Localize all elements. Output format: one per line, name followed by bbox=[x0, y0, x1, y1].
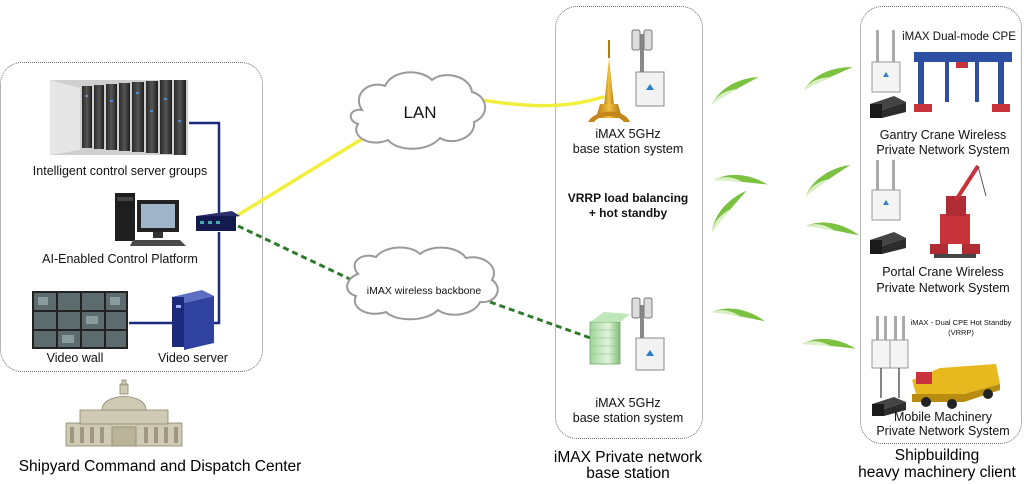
ai-platform-computer bbox=[115, 193, 186, 246]
top-base-station-label-1: iMAX 5GHz bbox=[595, 127, 661, 141]
mobile-cpe-pair bbox=[871, 316, 909, 416]
command-center-title: Shipyard Command and Dispatch Center bbox=[18, 458, 302, 475]
command-center-panel bbox=[0, 62, 263, 372]
mobile-label-2: Private Network System bbox=[876, 424, 1010, 438]
client-panel bbox=[860, 6, 1022, 444]
client-title-2: heavy machinery client bbox=[858, 464, 1016, 481]
server-room-image bbox=[50, 80, 188, 155]
vrrp-label-1: VRRP load balancing bbox=[567, 191, 689, 205]
dual-cpe-label-2: (VRRP) bbox=[948, 328, 974, 337]
top-access-point bbox=[631, 29, 665, 107]
network-switch bbox=[196, 211, 240, 231]
video-wall bbox=[32, 291, 128, 349]
backbone-cloud-label: iMAX wireless backbone bbox=[366, 285, 482, 297]
video-wall-label: Video wall bbox=[46, 351, 104, 365]
video-server bbox=[172, 290, 214, 350]
bottom-building bbox=[589, 312, 630, 365]
top-tower bbox=[588, 40, 630, 122]
dual-cpe-label-1: iMAX - Dual CPE Hot Standby bbox=[910, 318, 1012, 327]
video-server-label: Video server bbox=[158, 351, 228, 365]
mobile-vehicle bbox=[912, 364, 1000, 409]
gantry-label-1: Gantry Crane Wireless bbox=[879, 128, 1007, 142]
base-station-panel bbox=[555, 6, 703, 439]
gantry-crane bbox=[914, 52, 1012, 112]
command-center-cables bbox=[129, 121, 221, 325]
bottom-base-station-label-1: iMAX 5GHz bbox=[595, 396, 661, 410]
portal-label-1: Portal Crane Wireless bbox=[882, 265, 1004, 279]
client-title-1: Shipbuilding bbox=[894, 447, 980, 464]
wireless-backbone-link bbox=[237, 224, 597, 342]
lan-cloud-label: LAN bbox=[403, 103, 437, 122]
lan-cloud bbox=[349, 71, 486, 150]
top-base-station-label-2: base station system bbox=[572, 142, 684, 156]
bottom-base-station-label-2: base station system bbox=[572, 411, 684, 425]
lan-link bbox=[236, 95, 605, 217]
mobile-label-1: Mobile Machinery bbox=[894, 410, 992, 424]
cpe-label: iMAX Dual-mode CPE bbox=[902, 31, 1016, 43]
portal-crane bbox=[930, 164, 987, 258]
base-station-title-2: base station bbox=[586, 465, 670, 482]
base-station-title-1: iMAX Private network bbox=[553, 449, 703, 466]
portal-cpe bbox=[870, 160, 906, 254]
vrrp-label-2: + hot standby bbox=[588, 206, 668, 220]
signal-arrows bbox=[703, 65, 860, 362]
command-center-building bbox=[65, 379, 183, 447]
gantry-cpe bbox=[870, 30, 906, 118]
ai-platform-label: AI-Enabled Control Platform bbox=[42, 252, 198, 266]
backbone-cloud bbox=[346, 246, 499, 321]
server-groups-label: Intelligent control server groups bbox=[32, 164, 208, 178]
bottom-access-point bbox=[631, 297, 665, 371]
gantry-label-2: Private Network System bbox=[876, 143, 1010, 157]
portal-label-2: Private Network System bbox=[876, 281, 1010, 295]
